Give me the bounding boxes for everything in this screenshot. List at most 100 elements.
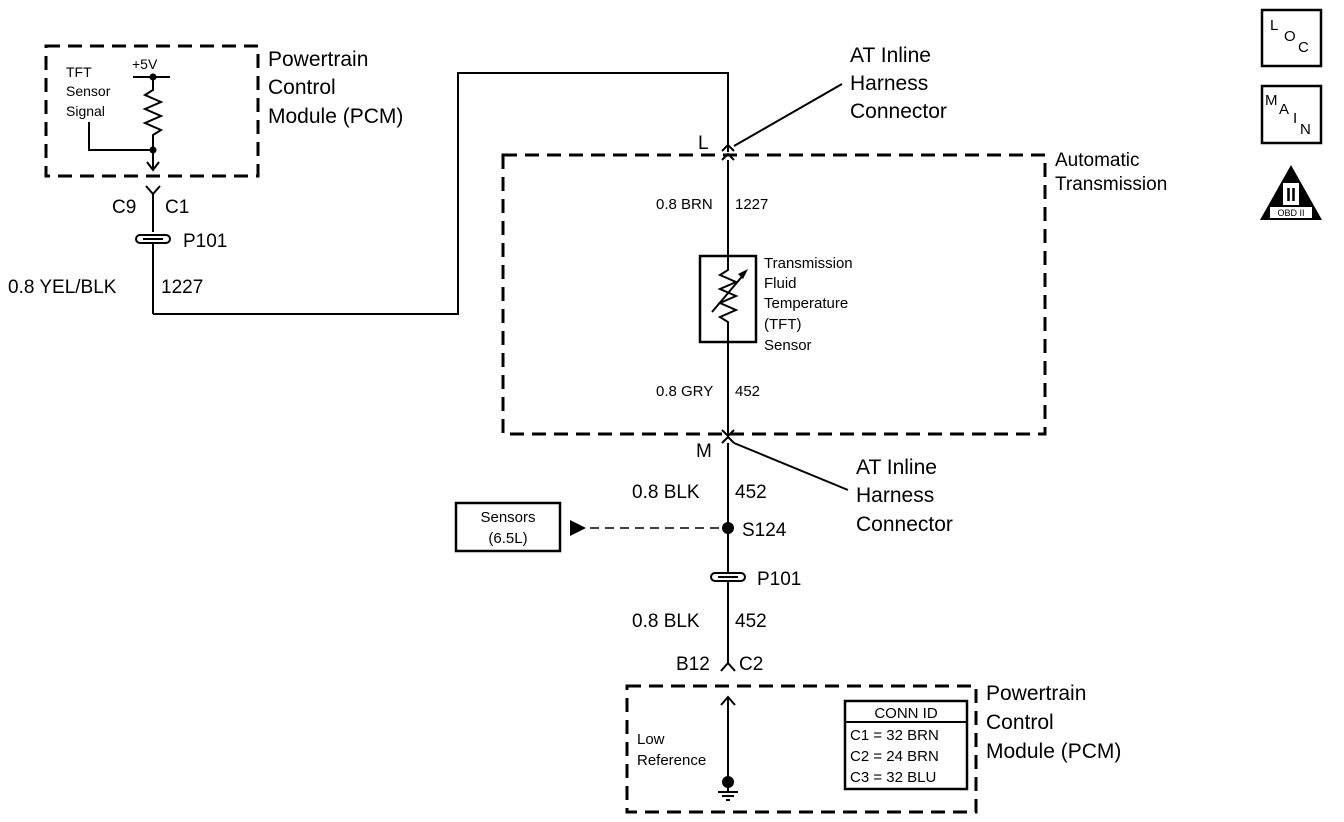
wire-mid-gauge-color: 0.8 BLK [632,482,700,503]
transmission-title-line-2: Transmission [1055,174,1167,195]
connector-bottom-right-pin: C2 [739,654,763,675]
inline-connector-bottom-title-line-1: AT Inline [856,456,937,479]
wire-bottom-circuit: 452 [735,611,767,632]
inline-connector-bottom-fork-icon [721,435,735,444]
circuit-1227-wire [153,72,729,315]
tft-sensor-label-line-1: Transmission [764,255,853,272]
transmission-wire-lower-circuit: 452 [735,383,760,400]
inline-connector-bottom-leader [733,442,849,491]
pcm-top-signal-line-3: Signal [66,103,105,119]
main-icon-letter: I [1293,110,1297,127]
inline-connector-bottom-pin: M [696,441,712,462]
main-icon-letter: A [1279,101,1289,118]
ground-node [722,776,734,788]
splice-pack-top: P101 [135,231,227,314]
pull-up-resistor-icon [142,77,164,168]
pcm-top-title-line-3: Module (PCM) [268,105,403,128]
transmission-wire-upper-circuit: 1227 [735,196,768,213]
conn-id-table-frame [843,699,969,791]
connector-top-right-pin: C1 [165,197,189,218]
obd-ii-icon-numeral: II [1286,185,1296,205]
conn-id-table-row: C1 = 32 BRN [850,727,939,744]
inline-connector-top: L AT Inline Harness Connector [698,44,947,161]
inline-connector-top-title-line-3: Connector [850,100,947,123]
pcm-bottom-title-line-2: Control [986,711,1054,734]
wire-mid-circuit: 452 [735,482,767,503]
inline-connector-bottom: M AT Inline Harness Connector [696,429,953,536]
connector-bottom-fork-icon [720,661,736,672]
loc-icon-letter: C [1298,39,1309,56]
sensors-reference-box [454,501,562,553]
conn-id-table-row: C2 = 24 BRN [850,748,939,765]
inline-connector-bottom-title-line-2: Harness [856,484,934,507]
main-icon-letter: N [1300,121,1311,138]
wire-top-gauge-color: 0.8 YEL/BLK [8,277,117,298]
conn-id-table-header: CONN ID [874,705,938,722]
obd-ii-icon[interactable]: II OBD II [1260,165,1322,220]
inline-connector-top-title-line-2: Harness [850,72,928,95]
tft-sensor-label-line-5: Sensor [764,337,812,354]
pcm-bottom-ref-line-1: Low [637,731,665,748]
sensors-reference: Sensors (6.5L) [454,501,722,553]
transmission-title-line-1: Automatic [1055,150,1139,171]
pcm-bottom-module: Powertrain Control Module (PCM) Low Refe… [625,682,1121,814]
transmission-module: Automatic Transmission 0.8 BRN 1227 Tran… [501,150,1167,436]
connector-top: C9 C1 [112,185,189,232]
main-icon[interactable]: M A I N [1260,84,1323,145]
inline-connector-top-leader [733,83,843,147]
conn-id-table: CONN ID C1 = 32 BRN C2 = 24 BRN C3 = 32 … [843,699,969,791]
transmission-wire-lower-gauge-color: 0.8 GRY [656,383,713,400]
pcm-top-boundary [44,44,260,178]
loc-icon-letter: O [1284,28,1296,45]
inline-connector-top-title-line-1: AT Inline [850,44,931,67]
wire-top-circuit: 1227 [161,277,203,298]
main-icon-letter: M [1265,92,1278,109]
thermistor-icon [717,256,739,342]
loc-icon[interactable]: L O C [1260,8,1323,68]
connector-top-left-pin: C9 [112,197,136,218]
thermistor-arrowhead-icon [738,269,748,279]
obd-ii-icon-numeral-bg [1283,183,1299,205]
signal-node [149,146,157,154]
ground-icon [718,788,738,801]
splice-pack-bottom-label: P101 [757,569,801,590]
loc-icon-letter: L [1270,17,1278,34]
pcm-top-signal-line-2: Sensor [66,83,111,99]
pcm-bottom-title-line-3: Module (PCM) [986,740,1121,763]
pcm-bottom-title-line-1: Powertrain [986,682,1086,705]
tft-sensor-label-line-3: Temperature [764,295,848,312]
pcm-top-voltage: +5V [132,56,158,72]
conn-id-table-row: C3 = 32 BLU [850,769,936,786]
pcm-top-title-line-1: Powertrain [268,48,368,71]
splice-pack-top-label: P101 [183,231,227,252]
sensors-reference-line-1: Sensors [480,509,535,526]
transmission-wire-upper-gauge-color: 0.8 BRN [656,196,713,213]
sensors-reference-line-2: (6.5L) [488,530,527,547]
tft-sensor-label-line-4: (TFT) [764,316,801,333]
inline-connector-bottom-title-line-3: Connector [856,513,953,536]
splice-s124-label: S124 [742,520,787,541]
loc-icon-frame [1260,8,1323,68]
transmission-boundary [501,153,1047,436]
main-icon-frame [1260,84,1323,145]
signal-lead [88,122,153,151]
inline-connector-top-pin: L [698,133,709,154]
pcm-top-module: Powertrain Control Module (PCM) TFT Sens… [44,44,403,178]
pcm-top-pin-arrow-icon [146,161,160,172]
pcm-top-title-line-2: Control [268,76,336,99]
pcm-bottom-ref-line-2: Reference [637,752,706,769]
sensors-reference-arrow-icon [570,520,586,536]
splice-pack-bottom: P101 [710,569,801,590]
splice-s124-dot [722,522,734,534]
obd-ii-icon-label: OBD II [1277,208,1304,218]
wire-bottom-gauge-color: 0.8 BLK [632,611,700,632]
connector-bottom-left-pin: B12 [676,654,710,675]
pcm-top-signal-line-1: TFT [66,64,92,80]
thermistor-variable-arrow-line [711,272,746,313]
connector-top-fork-icon [145,185,161,196]
tft-sensor-label-line-2: Fluid [764,275,797,292]
inline-connector-top-up-arrow-icon [721,143,735,152]
obd-ii-icon-label-bg [1270,207,1312,218]
pcm-bottom-boundary [625,684,978,814]
